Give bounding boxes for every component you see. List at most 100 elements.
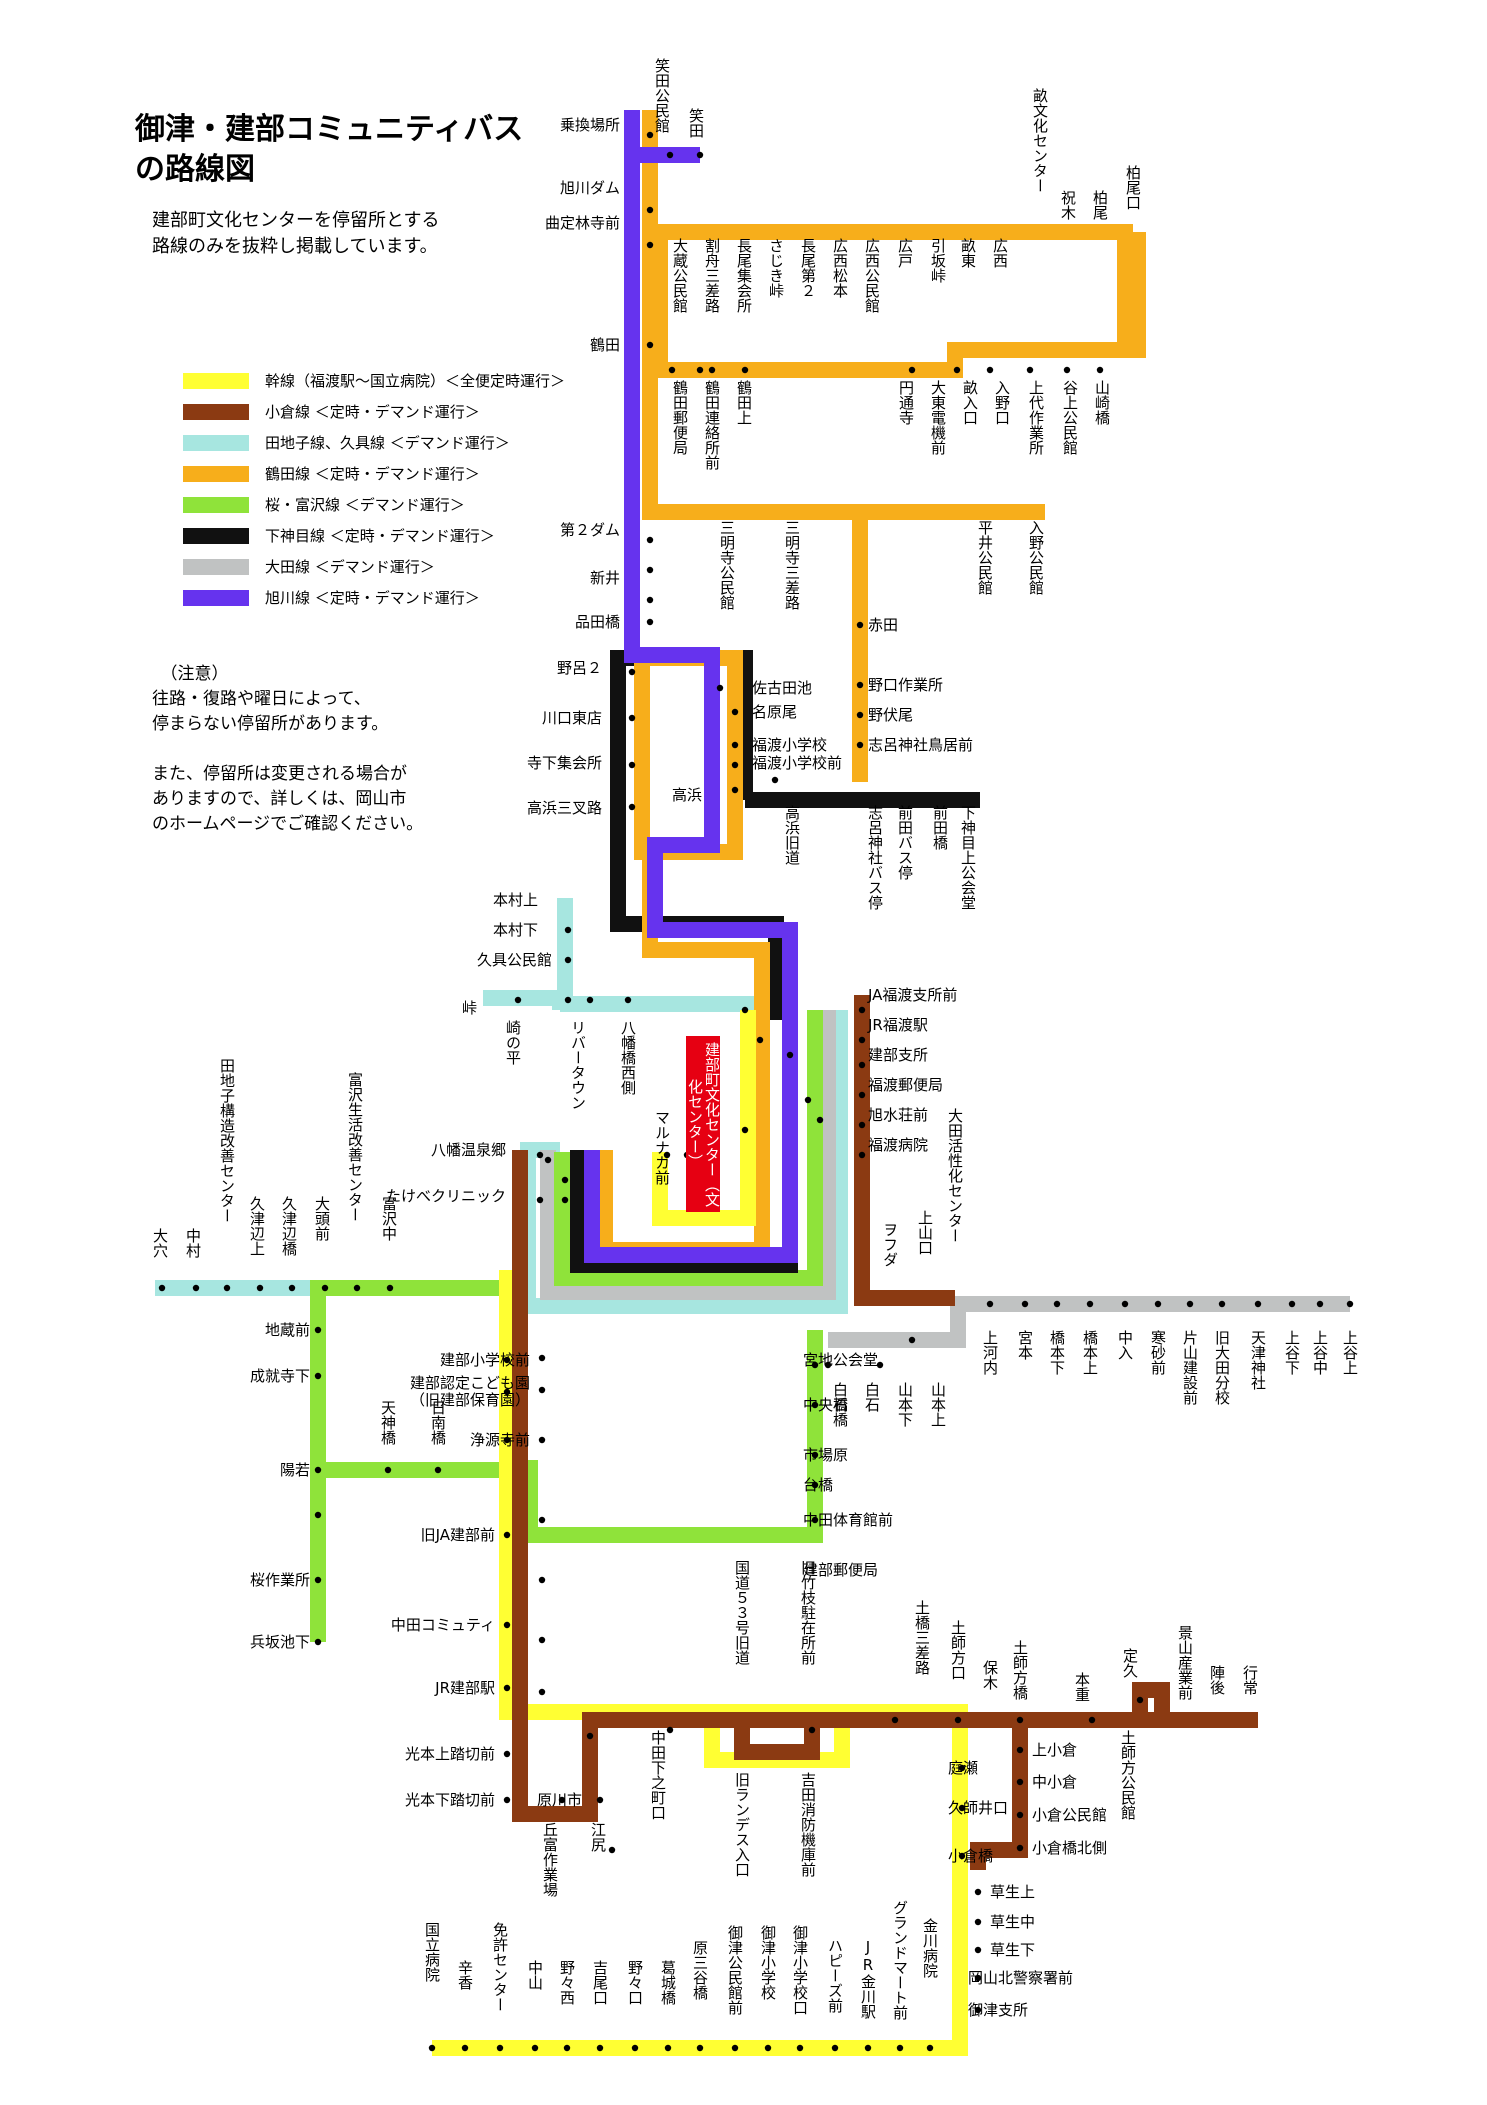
stop-label: 三明寺三差路 xyxy=(783,520,801,610)
stop-dot xyxy=(824,1361,832,1369)
stop-dot xyxy=(731,2044,739,2052)
stop-dot xyxy=(696,366,704,374)
stop-label: 中小倉 xyxy=(1032,1773,1077,1791)
stop-dot xyxy=(1121,1300,1129,1308)
stop-dot xyxy=(954,1716,962,1724)
stop-label: 景山産業前 xyxy=(1176,1625,1194,1701)
stop-dot xyxy=(538,1436,546,1444)
stop-label: 上小倉 xyxy=(1032,1741,1077,1759)
stop-dot xyxy=(314,1466,322,1474)
stop-label: 原川市 xyxy=(537,1791,582,1809)
stop-label: ハピーズ前 xyxy=(826,1938,844,2014)
stop-label: 成就寺下 xyxy=(250,1367,310,1385)
legend-label: 旭川線 ＜定時・デマンド運行＞ xyxy=(265,589,480,607)
stop-label: 福渡郵便局 xyxy=(868,1076,943,1094)
ota-east xyxy=(828,1296,1350,1348)
stop-label: 富沢生活改善センター xyxy=(346,1071,364,1222)
stop-dot xyxy=(1053,1300,1061,1308)
stop-label: 福渡小学校前 xyxy=(752,754,842,772)
stop-dot xyxy=(811,1401,819,1409)
stop-label: 上谷中 xyxy=(1311,1330,1329,1375)
stop-dot xyxy=(496,2044,504,2052)
stop-label: 江尻 xyxy=(589,1822,607,1853)
stop-dot xyxy=(696,151,704,159)
stop-dot xyxy=(786,1051,794,1059)
legend-item: 大田線 ＜デマンド運行＞ xyxy=(183,551,565,582)
stop-label: 小倉橋北側 xyxy=(1032,1839,1107,1857)
stop-dot xyxy=(811,1481,819,1489)
ogura-sadahisa xyxy=(1132,1682,1170,1720)
stop-dot xyxy=(538,1516,546,1524)
legend-item: 桜・富沢線 ＜デマンド運行＞ xyxy=(183,489,565,520)
stop-label: 土師方橋 xyxy=(1011,1640,1029,1700)
stop-label: 久津辺上 xyxy=(248,1196,266,1256)
stop-label: 天神橋 xyxy=(379,1400,397,1445)
stop-dot xyxy=(564,956,572,964)
stop-label: 志呂神社バス停 xyxy=(866,805,884,910)
stop-label: 土師方公民館 xyxy=(1119,1730,1137,1820)
stop-label: 高浜 xyxy=(672,786,702,804)
stop-label: 中山 xyxy=(526,1960,544,1990)
stop-dot xyxy=(811,1516,819,1524)
stop-label: 笑田公民館 xyxy=(653,58,671,133)
stop-dot xyxy=(503,1436,511,1444)
stop-dot xyxy=(856,621,864,629)
stop-label: 大蔵公民館 xyxy=(671,238,689,313)
ota-line xyxy=(540,1010,836,1300)
stop-label: 祝木 xyxy=(1059,190,1077,220)
stop-dot xyxy=(953,366,961,374)
stop-label: 本村下 xyxy=(493,921,538,939)
stop-dot xyxy=(1136,1696,1144,1704)
ogura-main xyxy=(512,1150,960,1822)
stop-label: 吉田消防機庫前 xyxy=(799,1772,817,1878)
stop-dot xyxy=(664,2044,672,2052)
stop-dot xyxy=(503,1388,511,1396)
tsuruta-north-b xyxy=(1125,232,1146,358)
legend-item: 下神目線 ＜定時・デマンド運行＞ xyxy=(183,520,565,551)
legend-swatch xyxy=(183,589,249,606)
stop-label: 前田橋 xyxy=(931,805,949,850)
stop-label: 日南橋 xyxy=(429,1400,447,1445)
stop-dot xyxy=(223,1284,231,1292)
stop-label: 大田活性化センター xyxy=(946,1108,964,1243)
legend-swatch xyxy=(183,558,249,575)
stop-label: 桜作業所 xyxy=(250,1571,310,1589)
stop-dot xyxy=(974,1918,982,1926)
stop-label: JA福渡支所前 xyxy=(867,986,957,1004)
stop-dot xyxy=(666,151,674,159)
stop-dot xyxy=(514,996,522,1004)
stop-dot xyxy=(314,1372,322,1380)
stop-label: 志呂神社鳥居前 xyxy=(868,736,973,754)
stop-dot xyxy=(1218,1300,1226,1308)
legend-label: 下神目線 ＜定時・デマンド運行＞ xyxy=(265,527,495,545)
stop-dot xyxy=(646,131,654,139)
stop-label: 名原尾 xyxy=(752,703,797,721)
asahikawa-line xyxy=(584,110,798,1263)
stop-label: 岡山北警察署前 xyxy=(968,1969,1073,1987)
stop-label: 野伏尾 xyxy=(868,706,913,724)
shimokoume-line xyxy=(570,650,798,1273)
stop-label: 畝入口 xyxy=(961,380,979,425)
stop-dot xyxy=(831,2044,839,2052)
stop-dot xyxy=(461,2044,469,2052)
stop-dot xyxy=(1088,1716,1096,1724)
stop-label: 市場原 xyxy=(803,1446,848,1464)
stop-label: 野口作業所 xyxy=(868,676,943,694)
stop-dot xyxy=(896,2044,904,2052)
stop-label: 旧ランデス入口 xyxy=(733,1772,751,1877)
stop-label: 旭水荘前 xyxy=(868,1106,928,1124)
stop-dot xyxy=(646,341,654,349)
stop-label: 三明寺公民館 xyxy=(718,520,736,610)
legend-item: 田地子線、久具線 ＜デマンド運行＞ xyxy=(183,427,565,458)
stop-label: 保木 xyxy=(981,1660,999,1690)
stop-label: 山崎橋 xyxy=(1093,380,1111,425)
stop-label: 鶴田郵便局 xyxy=(671,380,689,456)
legend-label: 幹線（福渡駅～国立病院）＜全便定時運行＞ xyxy=(265,372,566,390)
stop-dot xyxy=(741,1126,749,1134)
legend-item: 旭川線 ＜定時・デマンド運行＞ xyxy=(183,582,565,613)
stop-label: 中田コミュティ xyxy=(391,1616,495,1634)
stop-label: 光本上踏切前 xyxy=(405,1745,495,1763)
stop-dot xyxy=(314,1326,322,1334)
stop-dot xyxy=(858,1121,866,1129)
stop-dot xyxy=(646,206,654,214)
